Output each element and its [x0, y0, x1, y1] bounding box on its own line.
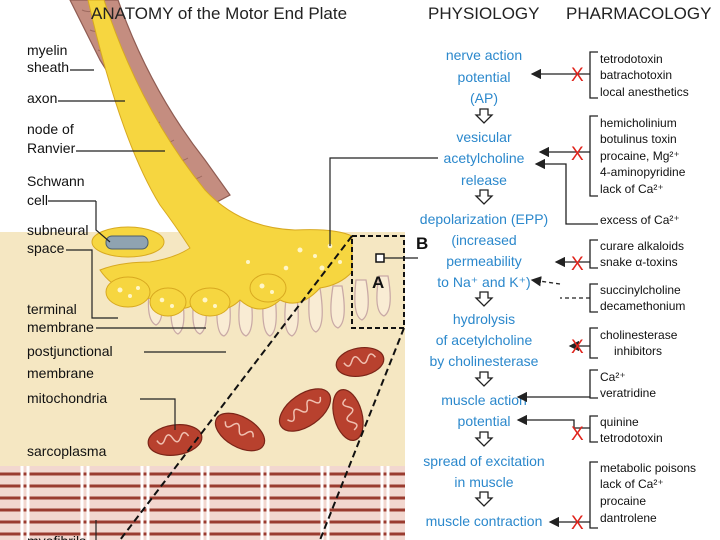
- label-subneural-line2: space: [27, 240, 65, 256]
- down-arrow-2: [474, 189, 494, 205]
- label-axon: axon: [27, 90, 57, 106]
- agent-lack-of-ca-2: lack of Ca²⁺: [600, 477, 664, 491]
- zoom-line-left: [119, 235, 353, 540]
- agent-procaine-mg: procaine, Mg²⁺: [600, 149, 680, 163]
- box-a-region: [375, 253, 385, 263]
- label-box-b: B: [416, 234, 428, 253]
- pharmacology-brackets: [589, 51, 598, 529]
- anatomy-illustration: myelin sheath axon node of Ranvier Schwa…: [0, 0, 428, 540]
- agent-ca: Ca²⁺: [600, 370, 626, 384]
- phys-step-3-line3: permeability: [446, 253, 521, 269]
- block-mark-epp: X: [571, 254, 584, 275]
- agent-quinine: quinine: [600, 415, 639, 429]
- agent-botulinus-toxin: botulinus toxin: [600, 132, 677, 146]
- myofibrils-band: [0, 466, 405, 540]
- agent-hemicholinium: hemicholinium: [600, 116, 677, 130]
- mitochondria-group: [147, 346, 385, 456]
- agent-local-anesthetics: local anesthetics: [600, 85, 689, 99]
- label-postjunctional-line2: membrane: [27, 365, 94, 381]
- physiology-title: PHYSIOLOGY: [428, 4, 539, 23]
- agent-succinylcholine: succinylcholine: [600, 283, 681, 297]
- phys-step-1-line1: nerve action: [446, 47, 522, 63]
- label-node-line2: Ranvier: [27, 140, 76, 156]
- agent-inhibitors: inhibitors: [614, 344, 662, 358]
- phys-step-6-line1: spread of excitation: [423, 453, 544, 469]
- agent-batrachotoxin: batrachotoxin: [600, 68, 672, 82]
- pharmacology-agents: tetrodotoxin batrachotoxin local anesthe…: [600, 52, 696, 525]
- label-schwann-line2: cell: [27, 192, 48, 208]
- phys-step-3-line4: to Na⁺ and K⁺): [437, 274, 530, 290]
- phys-step-5-line2: potential: [458, 413, 511, 429]
- box-b-region: [351, 235, 405, 329]
- block-mark-ap: X: [571, 65, 584, 86]
- phys-step-2-line3: release: [461, 172, 507, 188]
- block-marks: X X X X X X: [571, 65, 584, 534]
- phys-step-6-line2: in muscle: [454, 474, 513, 490]
- synaptic-vesicles: [117, 243, 342, 308]
- agent-excess-of-ca: excess of Ca²⁺: [600, 213, 680, 227]
- agent-snake-toxins: snake α-toxins: [600, 255, 678, 269]
- anatomy-leader-lines: [48, 69, 226, 540]
- physiology-flow: nerve action potential (AP) vesicular ac…: [420, 47, 548, 529]
- agent-procaine: procaine: [600, 494, 646, 508]
- label-myelin-line2: sheath: [27, 59, 69, 75]
- zoom-line-right: [319, 327, 405, 540]
- phys-step-4-line3: by cholinesterase: [430, 353, 539, 369]
- label-postjunctional-line1: postjunctional: [27, 343, 113, 359]
- label-schwann-line1: Schwann: [27, 173, 85, 189]
- phys-step-3-line2: (increased: [451, 232, 516, 248]
- agent-dantrolene: dantrolene: [600, 511, 657, 525]
- label-myofibrils: myofibrils: [27, 533, 86, 540]
- phys-step-2-line2: acetylcholine: [444, 150, 525, 166]
- label-subneural-line1: subneural: [27, 222, 89, 238]
- block-mark-contraction: X: [571, 513, 584, 534]
- down-arrow-6: [474, 491, 494, 507]
- down-arrow-5: [474, 431, 494, 447]
- label-node-line1: node of: [27, 121, 74, 137]
- label-myelin-line1: myelin: [27, 42, 67, 58]
- agent-metabolic-poisons: metabolic poisons: [600, 461, 696, 475]
- label-box-a: A: [372, 273, 384, 292]
- physiology-down-arrows: [474, 108, 494, 507]
- agent-curare-alkaloids: curare alkaloids: [600, 239, 684, 253]
- block-mark-excitation: X: [571, 424, 584, 445]
- down-arrow-3: [474, 291, 494, 307]
- phys-step-7-line1: muscle contraction: [426, 513, 543, 529]
- block-mark-hydrolysis: X: [571, 337, 584, 358]
- phys-step-1-line2: potential: [458, 69, 511, 85]
- label-mitochondria: mitochondria: [27, 390, 107, 406]
- phys-step-1-line3: (AP): [470, 90, 498, 106]
- agent-4-aminopyridine: 4-aminopyridine: [600, 165, 686, 179]
- label-terminal-line2: membrane: [27, 319, 94, 335]
- phys-step-4-line2: of acetylcholine: [436, 332, 533, 348]
- agent-tetrodotoxin-2: tetrodotoxin: [600, 431, 663, 445]
- block-mark-release: X: [571, 144, 584, 165]
- agent-veratridine: veratridine: [600, 386, 656, 400]
- down-arrow-4: [474, 371, 494, 387]
- phys-step-5-line1: muscle action: [441, 392, 527, 408]
- label-terminal-line1: terminal: [27, 301, 77, 317]
- down-arrow-1: [474, 108, 494, 124]
- agent-decamethonium: decamethonium: [600, 299, 685, 313]
- agent-lack-of-ca: lack of Ca²⁺: [600, 182, 664, 196]
- phys-step-2-line1: vesicular: [456, 129, 512, 145]
- terminal-bulbs: [105, 273, 287, 317]
- agent-tetrodotoxin: tetrodotoxin: [600, 52, 663, 66]
- release-site-connector: [329, 157, 438, 246]
- anatomy-labels: myelin sheath axon node of Ranvier Schwa…: [27, 42, 428, 540]
- agent-cholinesterase: cholinesterase: [600, 328, 678, 342]
- anatomy-title: ANATOMY of the Motor End Plate: [91, 4, 347, 23]
- schwann-cell: [91, 226, 165, 258]
- pharmacology-arrows: [516, 68, 598, 528]
- label-sarcoplasma: sarcoplasma: [27, 443, 107, 459]
- phys-step-3-line1: depolarization (EPP): [420, 211, 548, 227]
- phys-step-4-line1: hydrolysis: [453, 311, 515, 327]
- pharmacology-title: PHARMACOLOGY: [566, 4, 711, 23]
